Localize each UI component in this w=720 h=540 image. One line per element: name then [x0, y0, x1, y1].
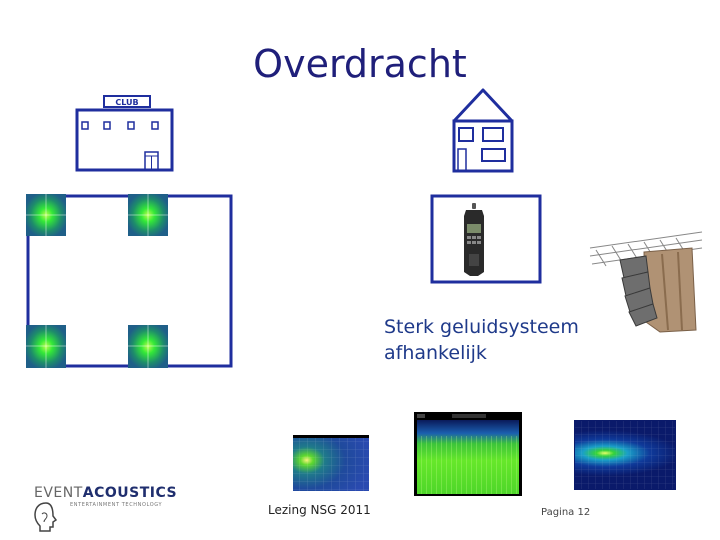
club-building-icon: CLUB [75, 95, 174, 172]
sound-level-meter-icon [464, 203, 484, 276]
caption-line-2: afhankelijk [384, 342, 487, 364]
speaker-coverage-bottom-left [26, 325, 66, 368]
venue-speaker-layout [26, 194, 233, 368]
speaker-coverage-top-right [128, 194, 168, 236]
caption-line-1: Sterk geluidsysteem [384, 316, 579, 338]
slide-title: Overdracht [253, 42, 467, 86]
speaker-coverage-bottom-right [128, 325, 168, 368]
line-array-speaker-icon [589, 231, 703, 333]
logo-word-acoustics: ACOUSTICS [82, 485, 178, 501]
sound-simulation-plot-1 [291, 433, 373, 493]
logo-word-event: EVENT [34, 485, 83, 501]
speaker-coverage-top-left [26, 194, 66, 236]
footer-lecture: Lezing NSG 2011 [268, 503, 371, 517]
sound-simulation-plot-2 [414, 412, 522, 496]
house-icon [452, 88, 514, 173]
caption: Sterk geluidsysteem afhankelijk [384, 314, 579, 366]
sound-simulation-plot-3 [574, 420, 676, 490]
club-sign: CLUB [115, 98, 138, 107]
event-acoustics-logo-icon [34, 502, 58, 532]
logo-tagline: ENTERTAINMENT TECHNOLOGY [70, 502, 163, 508]
sound-level-meter-box [430, 194, 542, 284]
footer-page-number: Pagina 12 [541, 507, 591, 518]
event-acoustics-logo: EVENTACOUSTICS [34, 485, 177, 501]
